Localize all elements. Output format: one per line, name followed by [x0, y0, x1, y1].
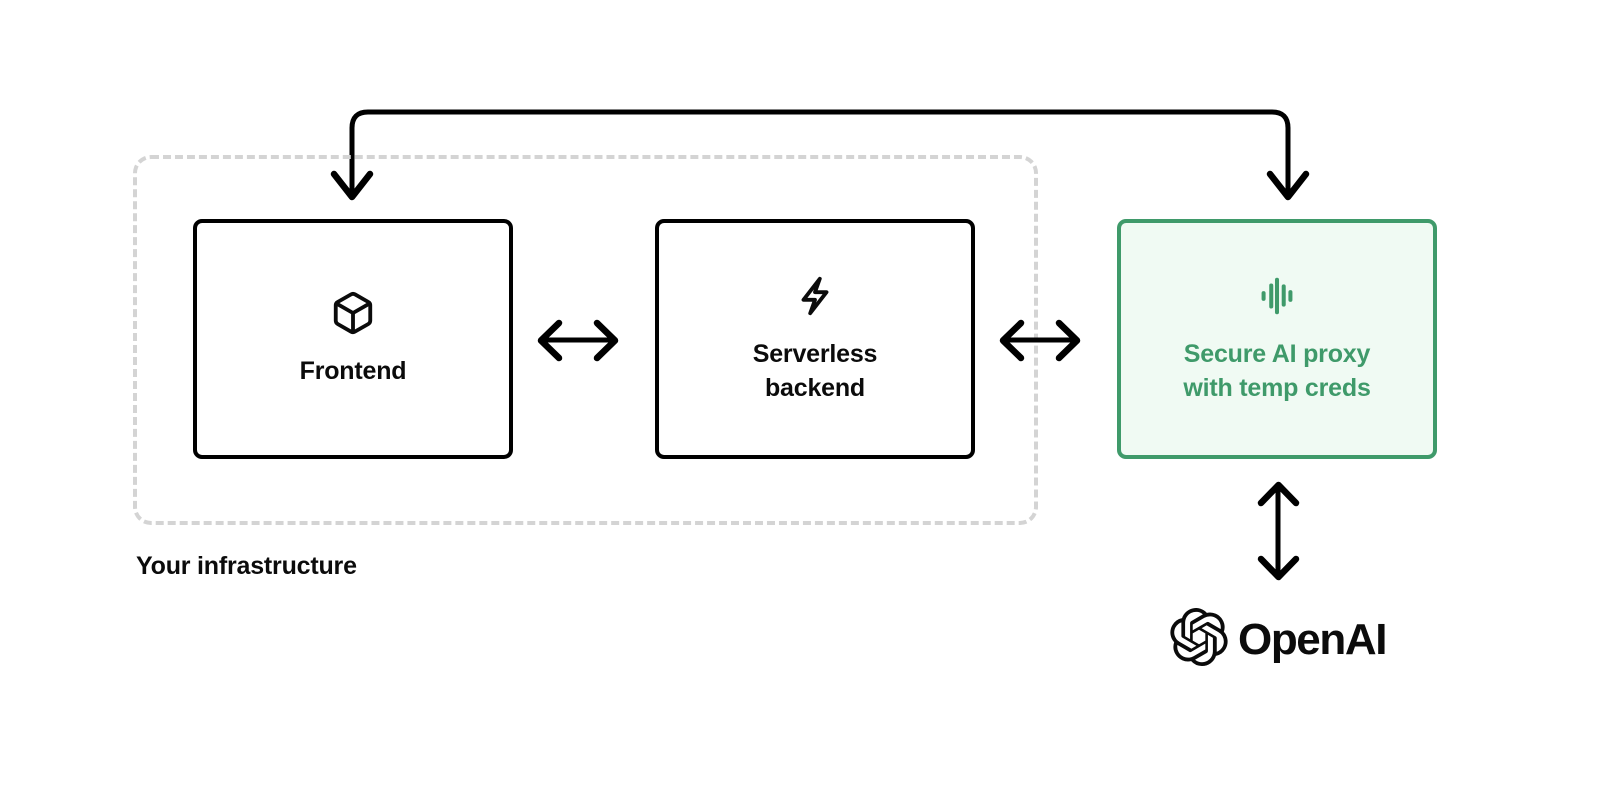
lightning-bolt-icon [792, 273, 838, 324]
infrastructure-boundary-label: Your infrastructure [136, 552, 357, 580]
openai-logo-icon [1170, 608, 1228, 671]
audio-waveform-icon [1254, 273, 1300, 324]
openai-wordmark: OpenAI [1238, 614, 1387, 664]
openai-lockup: OpenAI [1170, 608, 1387, 671]
connector-proxy-openai [1257, 481, 1300, 581]
node-frontend[interactable]: Frontend [193, 219, 513, 459]
node-secure-ai-proxy-label: Secure AI proxy with temp creds [1183, 340, 1371, 402]
node-serverless-backend[interactable]: Serverless backend [655, 219, 975, 459]
node-serverless-backend-label: Serverless backend [752, 340, 878, 402]
node-frontend-label: Frontend [299, 356, 407, 385]
cube-icon [330, 290, 376, 341]
node-secure-ai-proxy[interactable]: Secure AI proxy with temp creds [1117, 219, 1437, 459]
